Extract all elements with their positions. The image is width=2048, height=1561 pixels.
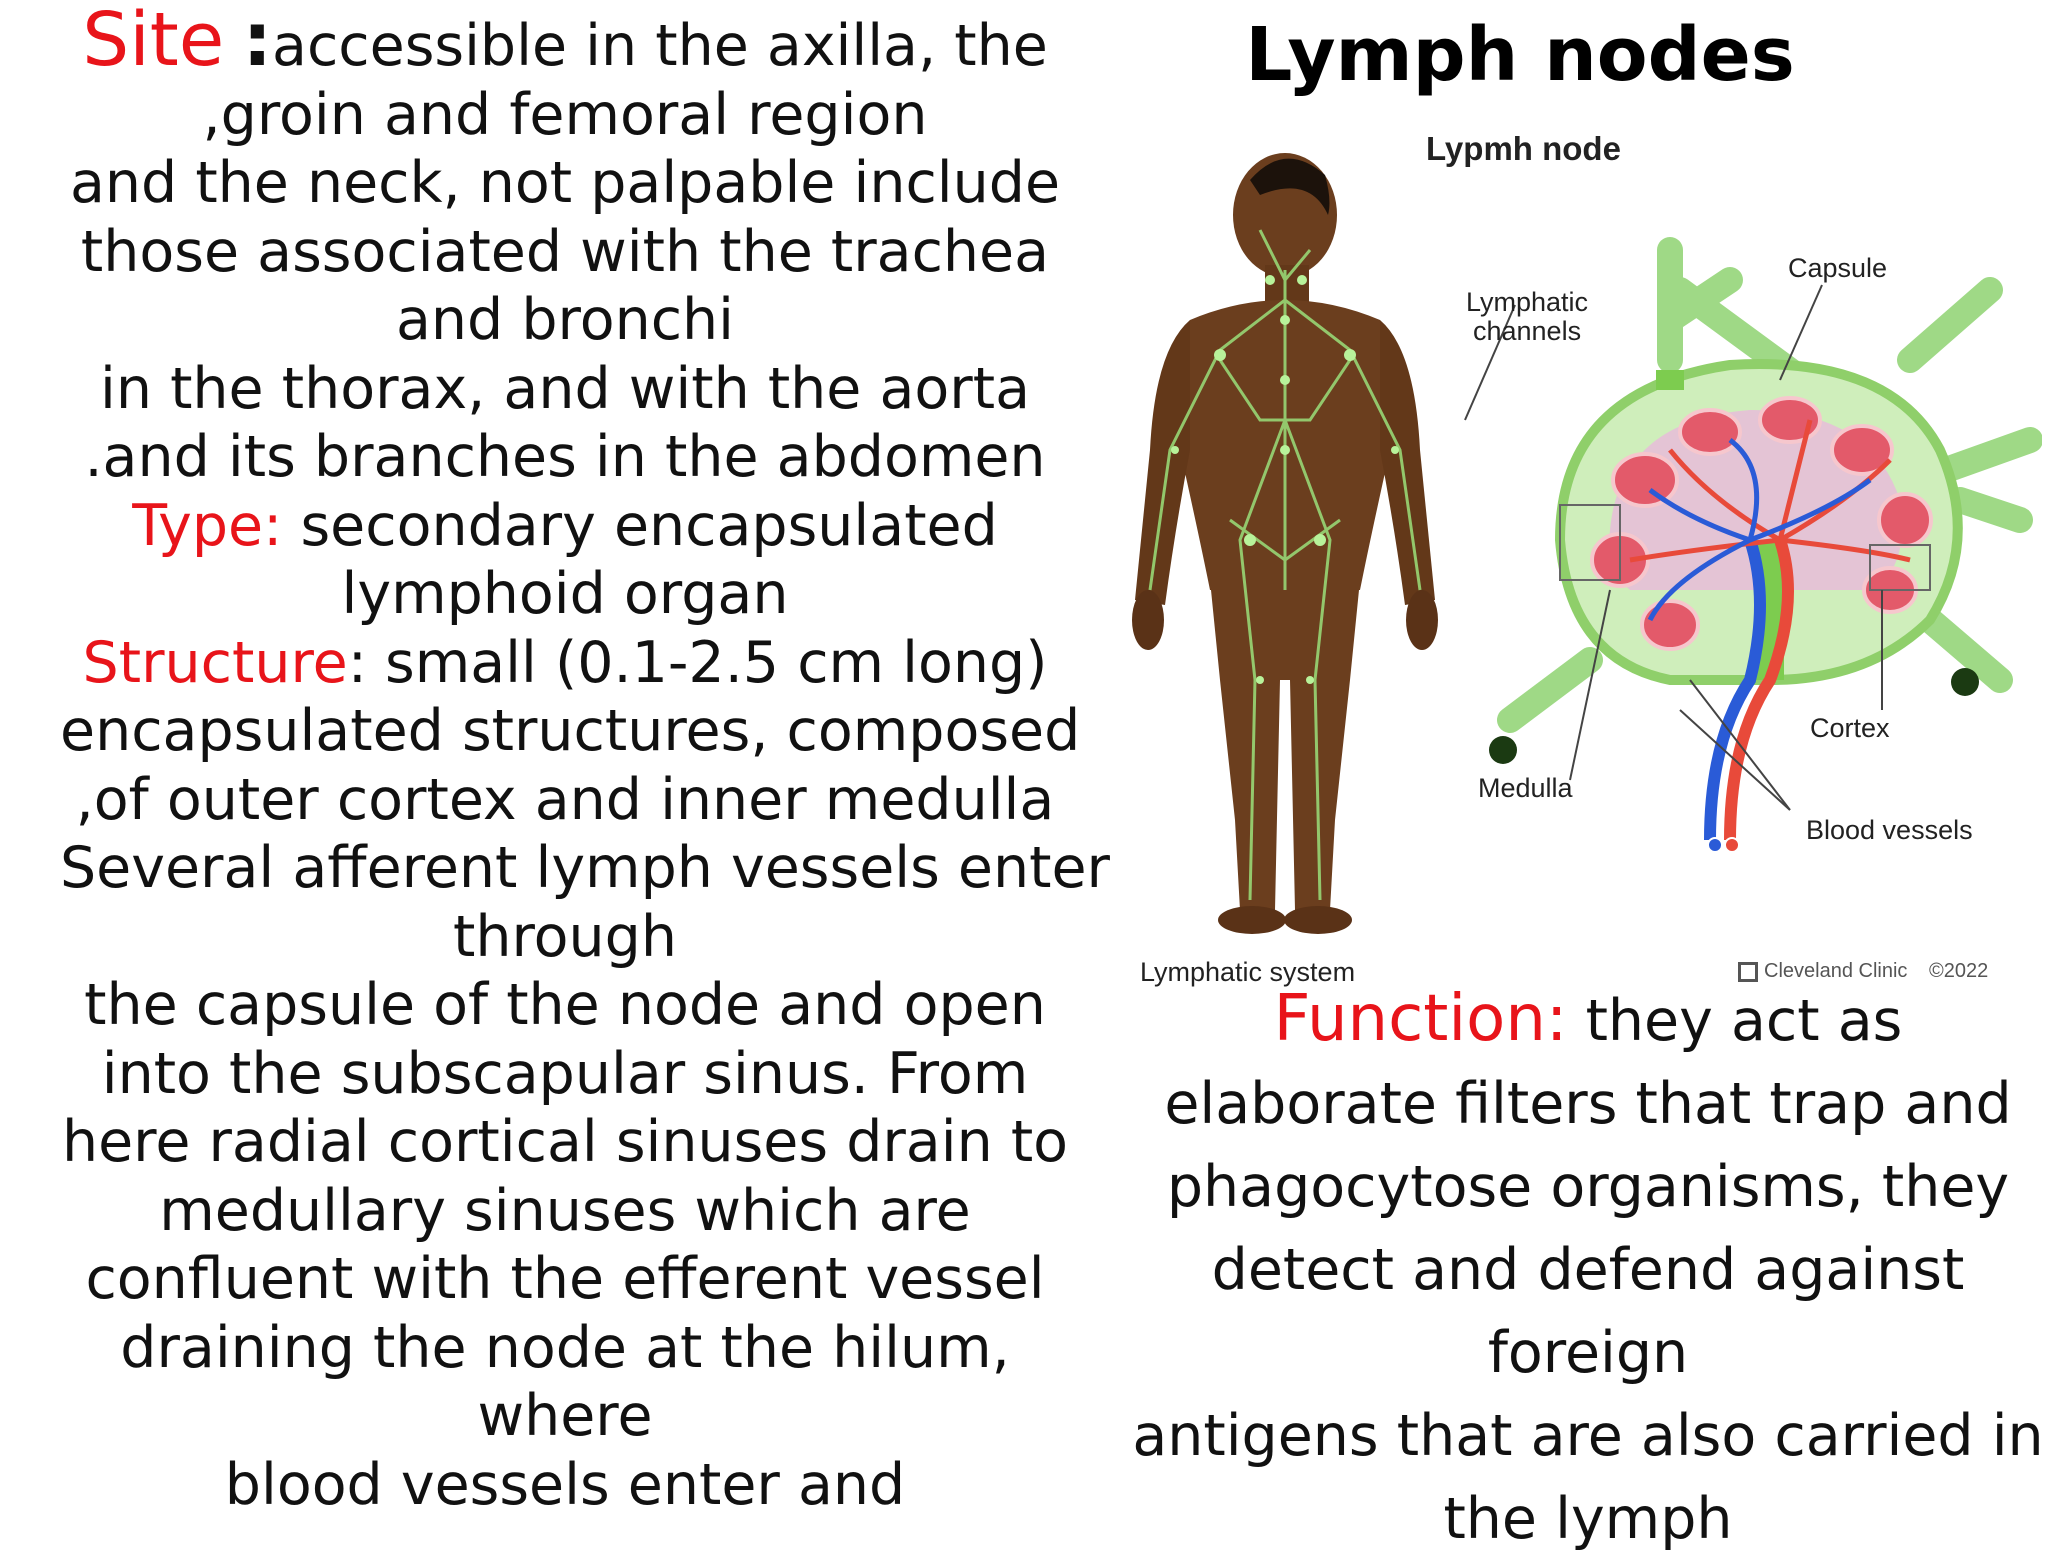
structure-text-line: medullary sinuses which are bbox=[159, 1177, 971, 1244]
figure-illustration bbox=[1132, 153, 2042, 934]
function-text-line: phagocytose organisms, they bbox=[1166, 1154, 2010, 1220]
site-line: Site :accessible in the axilla, the bbox=[60, 3, 1070, 81]
lymph-network bbox=[1148, 229, 1422, 901]
vein-trunk bbox=[1704, 538, 1766, 841]
function-text-block: Function: they act as elaborate filters … bbox=[1128, 978, 2048, 1561]
label-lymphatic-system: Lymphatic system bbox=[1140, 957, 1356, 987]
right-arm bbox=[1380, 320, 1435, 605]
type-label: Type: bbox=[132, 492, 283, 559]
lymph-node-figure: Lypmh node Lymphatic channels Capsule Co… bbox=[1110, 120, 2042, 990]
structure-text-line: encapsulated structures, composed bbox=[60, 698, 1081, 764]
structure-text-line: where bbox=[477, 1383, 653, 1449]
structure-text: : small (0.1-2.5 cm long) bbox=[347, 629, 1048, 696]
function-text: they act as bbox=[1567, 988, 1903, 1054]
figure-title: Lypmh node bbox=[1426, 130, 1621, 167]
credit-line: Cleveland Clinic ©2022 bbox=[1738, 960, 1988, 983]
function-text-line: foreign bbox=[1487, 1320, 1689, 1386]
vein-branches bbox=[1647, 438, 1872, 622]
structure-text-line: ,of outer cortex and inner medulla bbox=[75, 766, 1055, 833]
site-text-line: in the thorax, and with the aorta bbox=[99, 355, 1030, 422]
site-text-line: ,groin and femoral region bbox=[202, 81, 928, 148]
channel-opening bbox=[1489, 736, 1517, 764]
structure-text-line: here radial cortical sinuses drain to bbox=[61, 1109, 1069, 1175]
human-body-illustration bbox=[1132, 153, 1438, 934]
structure-text-line: the capsule of the node and open bbox=[84, 972, 1046, 1038]
type-line: Type: secondary encapsulated bbox=[60, 492, 1070, 561]
structure-label: Structure bbox=[82, 629, 348, 696]
structure-text-line: blood vessels enter and bbox=[224, 1451, 906, 1518]
site-text-line: and bronchi bbox=[395, 287, 735, 353]
right-hand bbox=[1406, 590, 1438, 650]
legs bbox=[1210, 580, 1360, 910]
structure-text-line: through bbox=[453, 903, 677, 970]
lymph-node-diagram bbox=[1464, 237, 2042, 853]
highlight-box bbox=[1869, 544, 1931, 591]
left-arm bbox=[1135, 320, 1190, 605]
vein-opening bbox=[1707, 837, 1723, 853]
function-text-line: antigens that are also carried in bbox=[1132, 1403, 2044, 1469]
left-foot bbox=[1218, 906, 1286, 934]
function-text-line: the lymph bbox=[1443, 1486, 1733, 1552]
site-text-line: accessible in the axilla, the bbox=[272, 13, 1048, 79]
label-lymphatic-channels: Lymphatic channels bbox=[1466, 288, 1588, 346]
type-text-line: lymphoid organ bbox=[341, 561, 789, 627]
page-title: Lymph nodes bbox=[1245, 12, 1795, 98]
right-foot bbox=[1284, 906, 1352, 934]
label-lymphatic-channels-line: Lymphatic bbox=[1466, 287, 1589, 317]
function-label: Function: bbox=[1273, 982, 1568, 1056]
site-text-line: .and its branches in the abdomen bbox=[84, 424, 1046, 490]
function-line: Function: they act as bbox=[1128, 978, 2048, 1063]
label-capsule: Capsule bbox=[1788, 253, 1888, 283]
function-text-line: detect and defend against bbox=[1211, 1237, 1965, 1303]
hair bbox=[1250, 158, 1330, 215]
structure-line: Structure: small (0.1-2.5 cm long) bbox=[60, 629, 1070, 698]
lymph-node-dots bbox=[1171, 275, 1399, 684]
structure-text-line: draining the node at the hilum, bbox=[120, 1314, 1010, 1381]
site-label: Site bbox=[82, 0, 225, 83]
leader-lines bbox=[1464, 284, 1883, 811]
structure-text-line: Several afferent lymph vessels enter bbox=[60, 835, 1110, 901]
credit-year: ©2022 bbox=[1928, 960, 1989, 982]
channel-opening bbox=[1951, 668, 1979, 696]
left-hand bbox=[1132, 590, 1164, 650]
artery-trunk bbox=[1724, 538, 1794, 841]
label-cortex: Cortex bbox=[1810, 713, 1890, 743]
type-text: secondary encapsulated bbox=[282, 492, 998, 559]
site-text-line: and the neck, not palpable include bbox=[69, 150, 1061, 216]
label-medulla: Medulla bbox=[1478, 773, 1573, 803]
credit-brand: Cleveland Clinic bbox=[1764, 960, 1908, 982]
function-text-line: elaborate filters that trap and bbox=[1164, 1071, 2012, 1137]
cleveland-clinic-logo-icon bbox=[1738, 961, 1758, 982]
label-blood-vessels: Blood vessels bbox=[1806, 815, 1973, 845]
artery-opening bbox=[1724, 837, 1740, 853]
highlight-box bbox=[1559, 504, 1621, 581]
structure-text-line: into the subscapular sinus. From bbox=[101, 1040, 1029, 1107]
left-text-column: Site :accessible in the axilla, the ,gro… bbox=[60, 3, 1110, 1519]
structure-text-line: confluent with the efferent vessel bbox=[85, 1246, 1045, 1312]
site-text-line: those associated with the trachea bbox=[80, 218, 1050, 285]
site-colon: : bbox=[242, 0, 273, 83]
label-lymphatic-channels-line: channels bbox=[1472, 316, 1582, 346]
